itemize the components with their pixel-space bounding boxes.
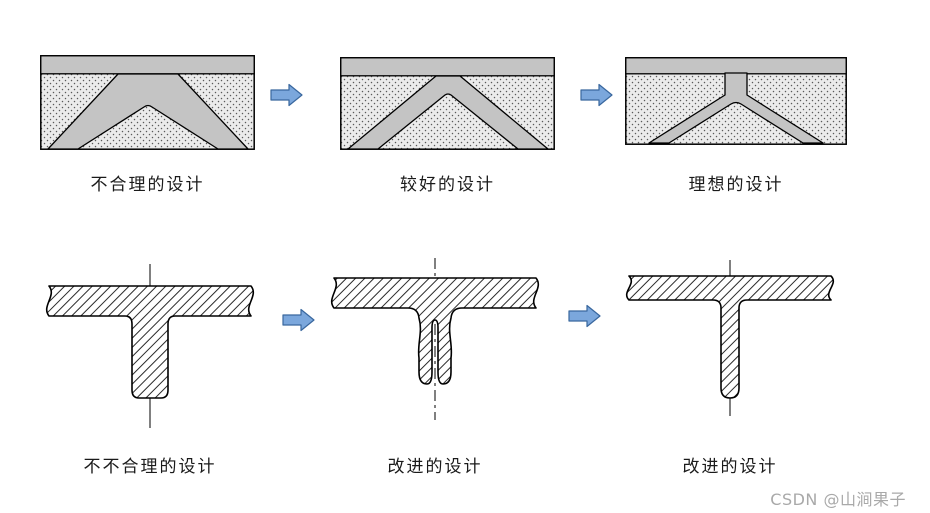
thin-y-rib [648,72,824,144]
diagram-bottom-unreasonable [35,260,265,432]
right-block-arrow-icon [580,83,614,107]
diagram-bottom-improved-2 [615,258,845,430]
thick-t-rib [45,285,255,399]
right-block-arrow-icon [568,304,602,328]
diagram-top-ideal [625,57,847,145]
cored-t-rib [330,277,540,385]
caption-bottom-2: 改进的设计 [387,457,483,477]
right-block-arrow-icon [270,83,304,107]
caption-top-1: 不合理的设计 [90,175,205,195]
caption-top-3: 理想的设计 [688,175,784,195]
tent-rib [347,75,549,150]
thick-y-rib [47,73,249,150]
diagram-top-better [340,57,555,150]
diagram-top-unreasonable [40,55,255,150]
caption-top-2: 较好的设计 [400,175,495,195]
right-block-arrow-icon [282,308,316,332]
caption-bottom-1: 不不合理的设计 [83,457,217,477]
diagram-bottom-improved-1 [320,258,550,430]
watermark: CSDN @山涧果子 [770,490,906,509]
top-wall [340,57,555,77]
caption-bottom-3: 改进的设计 [682,457,778,477]
thin-t-rib [625,275,835,399]
top-wall [40,55,255,75]
top-wall [625,57,847,75]
